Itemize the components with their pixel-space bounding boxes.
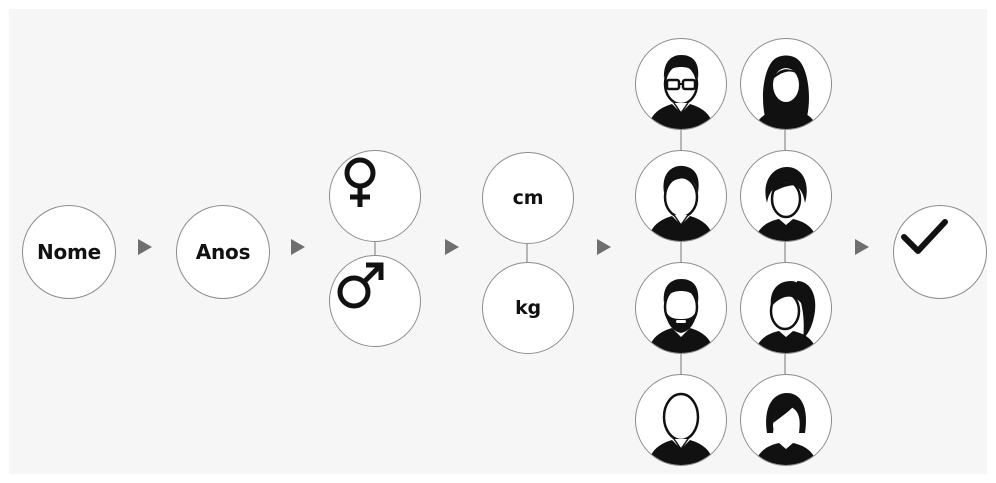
woman-ponytail-icon xyxy=(755,281,817,353)
arrow-icon xyxy=(445,239,459,255)
female-symbol-icon xyxy=(344,157,376,207)
avatar-female-bob[interactable] xyxy=(740,374,832,466)
name-step-label: Nome xyxy=(36,240,102,264)
woman-bob-hair-icon xyxy=(755,393,817,465)
arrow-icon xyxy=(138,239,152,255)
male-symbol-icon xyxy=(337,262,384,309)
check-icon xyxy=(901,219,948,254)
avatar-male-bald[interactable] xyxy=(635,374,727,466)
avatar-female-short-curly[interactable] xyxy=(740,150,832,242)
age-step-node[interactable]: Anos xyxy=(176,205,270,299)
avatar-female-long-hair[interactable] xyxy=(740,38,832,130)
weight-unit-node[interactable]: kg xyxy=(482,262,574,354)
avatar-female-ponytail[interactable] xyxy=(740,262,832,354)
weight-unit-label: kg xyxy=(515,297,541,319)
woman-short-hair-icon xyxy=(755,167,817,241)
arrow-icon xyxy=(597,239,611,255)
avatar-male-glasses[interactable] xyxy=(635,38,727,130)
done-step-node[interactable] xyxy=(893,205,987,299)
height-unit-node[interactable]: cm xyxy=(482,152,574,244)
height-unit-label: cm xyxy=(512,187,544,209)
man-glasses-icon xyxy=(648,55,714,129)
man-bald-icon xyxy=(648,392,714,465)
avatar-male-short-hair[interactable] xyxy=(635,150,727,242)
male-option-node[interactable] xyxy=(329,255,421,347)
avatar-male-beard[interactable] xyxy=(635,262,727,354)
name-step-node[interactable]: Nome xyxy=(22,205,116,299)
man-short-hair-icon xyxy=(648,165,714,241)
age-step-label: Anos xyxy=(195,240,251,264)
female-option-node[interactable] xyxy=(329,150,421,242)
arrow-icon xyxy=(855,239,869,255)
arrow-icon xyxy=(291,239,305,255)
man-beard-icon xyxy=(648,279,714,353)
woman-long-hair-icon xyxy=(755,55,817,129)
